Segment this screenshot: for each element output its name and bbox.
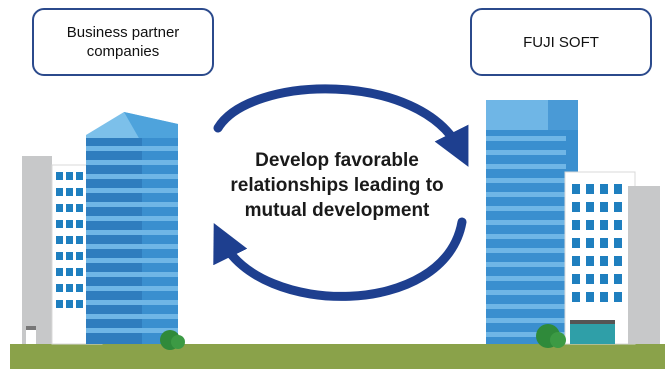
cycle-arrow-bottom <box>213 217 467 301</box>
center-message: Develop favorable relationships leading … <box>230 150 444 221</box>
right-white-building-windows <box>572 184 622 302</box>
right-building-entrance <box>570 323 615 344</box>
left-blue-tower <box>86 112 178 344</box>
fuji-soft-label: FUJI SOFT <box>523 33 599 51</box>
fuji-soft-label-box: FUJI SOFT <box>470 8 652 76</box>
left-gray-building <box>22 156 52 344</box>
right-blue-tower <box>486 100 578 344</box>
cycle-arrow-top <box>213 84 469 167</box>
business-partner-label: Business partner companies <box>66 24 180 60</box>
ground <box>10 344 665 369</box>
right-gray-building <box>628 186 660 344</box>
left-gray-door <box>26 326 36 344</box>
business-partner-label-box: Business partner companies <box>32 8 214 76</box>
